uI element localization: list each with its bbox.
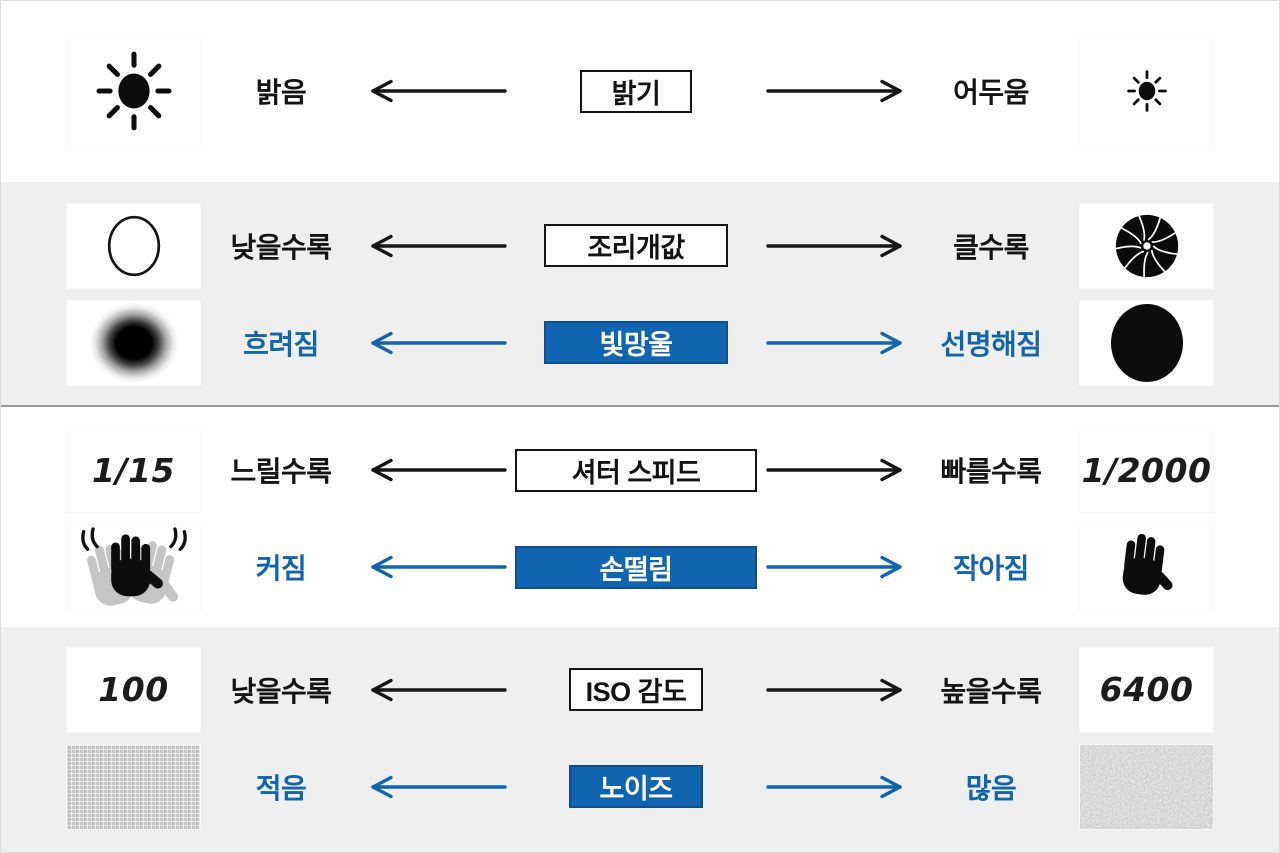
right-term: 어두움 bbox=[953, 77, 1029, 109]
iso-low-value: 100 bbox=[66, 646, 201, 733]
left-term: 낮을수록 bbox=[230, 231, 332, 263]
left-arrow-icon bbox=[361, 330, 511, 356]
left-term: 흐려짐 bbox=[243, 328, 319, 360]
aperture-open-icon bbox=[66, 202, 201, 289]
right-arrow-icon bbox=[761, 677, 911, 703]
noise-low-texture bbox=[66, 743, 201, 830]
sun-bright-icon bbox=[66, 34, 201, 148]
left-arrow-icon bbox=[361, 774, 511, 800]
right-arrow-icon bbox=[761, 554, 911, 580]
left-term: 밝음 bbox=[255, 77, 307, 109]
band-aperture: 낮을수록 조리개값 클수록 bbox=[1, 181, 1279, 406]
left-term: 커짐 bbox=[255, 553, 307, 585]
band-brightness: 밝음 밝기 어두움 bbox=[1, 1, 1279, 182]
left-arrow-icon bbox=[361, 78, 511, 104]
left-arrow-icon bbox=[361, 457, 511, 483]
category-box-brightness: 밝기 bbox=[580, 69, 692, 113]
category-box-bokeh: 빛망울 bbox=[544, 321, 728, 365]
row-hand-shake: 커짐 손떨림 작아짐 bbox=[1, 523, 1279, 611]
right-term: 높을수록 bbox=[940, 675, 1042, 707]
left-arrow-icon bbox=[361, 554, 511, 580]
right-arrow-icon bbox=[761, 457, 911, 483]
band-iso: 100 낮을수록 ISO 감도 높을수록 6400 적음 bbox=[1, 626, 1279, 852]
bokeh-sharp-icon bbox=[1079, 299, 1214, 386]
right-arrow-icon bbox=[761, 78, 911, 104]
row-shutter-speed: 1/15 느릴수록 셔터 스피드 빠를수록 1/2000 bbox=[1, 426, 1279, 514]
shutter-fast-value: 1/2000 bbox=[1079, 427, 1214, 514]
right-arrow-icon bbox=[761, 774, 911, 800]
right-term: 클수록 bbox=[953, 231, 1029, 263]
noise-high-texture bbox=[1079, 743, 1214, 830]
hand-steady-icon bbox=[1079, 524, 1214, 611]
right-term: 많음 bbox=[965, 772, 1017, 804]
bokeh-blur-icon bbox=[66, 299, 201, 386]
row-brightness: 밝음 밝기 어두움 bbox=[1, 21, 1279, 161]
right-term: 작아짐 bbox=[953, 553, 1029, 585]
left-term: 느릴수록 bbox=[230, 456, 332, 488]
right-arrow-icon bbox=[761, 233, 911, 259]
category-box-aperture: 조리개값 bbox=[544, 224, 728, 268]
category-box-shake: 손떨림 bbox=[515, 545, 757, 589]
row-aperture: 낮을수록 조리개값 클수록 bbox=[1, 202, 1279, 290]
iso-high-value: 6400 bbox=[1079, 646, 1214, 733]
section-divider bbox=[1, 405, 1279, 413]
band-shutter: 1/15 느릴수록 셔터 스피드 빠를수록 1/2000 bbox=[1, 412, 1279, 627]
left-arrow-icon bbox=[361, 677, 511, 703]
left-term: 적음 bbox=[255, 772, 307, 804]
category-box-iso: ISO 감도 bbox=[569, 668, 703, 712]
category-box-noise: 노이즈 bbox=[569, 765, 703, 809]
left-arrow-icon bbox=[361, 233, 511, 259]
right-term: 빠를수록 bbox=[940, 456, 1042, 488]
hand-shake-icon bbox=[66, 524, 201, 611]
row-bokeh: 흐려짐 빛망울 선명해짐 bbox=[1, 299, 1279, 387]
shutter-slow-value: 1/15 bbox=[66, 427, 201, 514]
row-iso: 100 낮을수록 ISO 감도 높을수록 6400 bbox=[1, 646, 1279, 734]
right-term: 선명해짐 bbox=[940, 328, 1042, 360]
row-noise: 적음 노이즈 많음 bbox=[1, 743, 1279, 831]
left-term: 낮을수록 bbox=[230, 675, 332, 707]
sun-dim-icon bbox=[1079, 34, 1214, 148]
category-box-shutter: 셔터 스피드 bbox=[515, 448, 757, 492]
right-arrow-icon bbox=[761, 330, 911, 356]
aperture-blades-icon bbox=[1079, 202, 1214, 289]
